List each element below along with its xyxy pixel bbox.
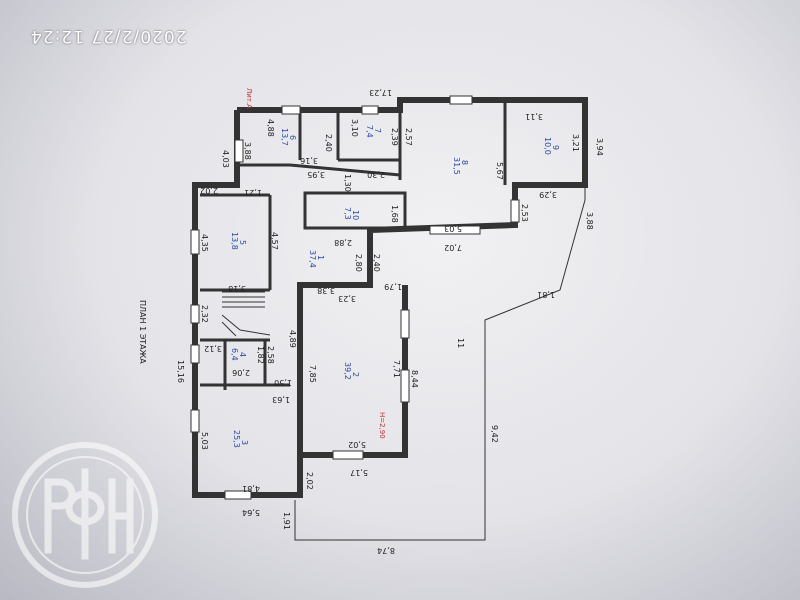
svg-text:5,17: 5,17 (350, 468, 368, 477)
room-2-label: 2 (351, 372, 360, 377)
svg-text:3,38: 3,38 (317, 286, 335, 295)
room-labels: 6 13,7 7 7,4 8 31,5 9 10,0 10 7,3 5 13,8… (230, 125, 560, 448)
svg-text:8,44: 8,44 (410, 370, 419, 388)
room-8-area: 31,5 (452, 157, 461, 175)
room-4-area: 6,4 (230, 348, 239, 361)
room-5-label: 5 (238, 240, 247, 245)
svg-text:2,32: 2,32 (200, 305, 209, 323)
svg-text:8,74: 8,74 (377, 546, 395, 555)
svg-text:3,88: 3,88 (585, 212, 594, 230)
room-3-area: 25,3 (232, 430, 241, 448)
svg-text:3,10: 3,10 (350, 119, 359, 137)
height-mark: H=2,90 (378, 412, 386, 439)
room-1-area: 37,4 (308, 250, 317, 268)
room-2-area: 39,2 (343, 362, 352, 380)
svg-text:2,02: 2,02 (200, 186, 218, 195)
room-1-label: 1 (316, 255, 325, 260)
svg-text:3,21: 3,21 (571, 134, 580, 152)
interior-walls (200, 100, 507, 390)
svg-text:3,16: 3,16 (300, 156, 318, 165)
room-10-area: 7,3 (343, 207, 352, 220)
svg-text:3,12: 3,12 (204, 344, 222, 353)
room-7-area: 7,4 (365, 125, 374, 138)
svg-text:1,50: 1,50 (274, 378, 292, 387)
room-3-label: 3 (240, 440, 249, 445)
svg-text:7,71: 7,71 (392, 360, 401, 378)
svg-text:2,57: 2,57 (404, 128, 413, 146)
svg-text:2,53: 2,53 (520, 204, 529, 222)
svg-text:1,91: 1,91 (282, 512, 291, 530)
staircase (221, 291, 271, 337)
svg-text:1,30: 1,30 (343, 174, 352, 192)
svg-text:3,95: 3,95 (307, 170, 325, 179)
svg-text:4,35: 4,35 (200, 234, 209, 252)
svg-text:3,94: 3,94 (595, 138, 604, 156)
svg-text:2,40: 2,40 (324, 134, 333, 152)
svg-text:2,39: 2,39 (390, 128, 399, 146)
windows (190, 95, 520, 500)
room-10-label: 10 (351, 210, 360, 220)
svg-text:7,85: 7,85 (308, 365, 317, 383)
svg-text:2,30: 2,30 (367, 170, 385, 179)
svg-text:1,63: 1,63 (272, 395, 290, 404)
svg-text:4,03: 4,03 (221, 150, 230, 168)
svg-text:5,03: 5,03 (444, 224, 462, 233)
svg-text:3,88: 3,88 (243, 142, 252, 160)
room-9-area: 10,0 (543, 137, 552, 155)
room-9-label: 9 (551, 145, 560, 150)
svg-text:5,03: 5,03 (200, 432, 209, 450)
svg-text:1,82: 1,82 (256, 346, 265, 364)
svg-text:15,16: 15,16 (176, 360, 185, 383)
svg-text:5,64: 5,64 (242, 508, 260, 517)
svg-text:2,80: 2,80 (354, 254, 363, 272)
room-8-label: 8 (460, 160, 469, 165)
svg-text:3,18: 3,18 (228, 284, 246, 293)
svg-text:4,57: 4,57 (270, 232, 279, 250)
svg-text:2,58: 2,58 (266, 346, 275, 364)
svg-text:4,89: 4,89 (288, 330, 297, 348)
svg-text:2,88: 2,88 (334, 238, 352, 247)
svg-text:3,23: 3,23 (338, 294, 356, 303)
svg-text:4,88: 4,88 (266, 119, 275, 137)
svg-text:2,06: 2,06 (232, 368, 250, 377)
svg-text:17,23: 17,23 (369, 88, 392, 97)
room-7-label: 7 (373, 128, 382, 133)
room-6-label: 6 (288, 135, 297, 140)
svg-text:3,11: 3,11 (525, 112, 543, 121)
plan-stamp: Лит.А (245, 88, 253, 109)
room-11-label: 11 (456, 338, 465, 348)
svg-text:2,40: 2,40 (372, 254, 381, 272)
svg-text:2,02: 2,02 (305, 472, 314, 490)
svg-text:5,67: 5,67 (495, 162, 504, 180)
plan-title: ПЛАН 1 ЭТАЖА (138, 300, 147, 364)
room-4-label: 4 (238, 352, 247, 357)
svg-text:9,42: 9,42 (490, 425, 499, 443)
svg-text:7,02: 7,02 (444, 243, 462, 252)
photo-timestamp: 2020/2/27 12:24 (30, 26, 187, 46)
svg-text:1,68: 1,68 (390, 205, 399, 223)
svg-text:3,29: 3,29 (539, 190, 557, 199)
svg-text:1,21: 1,21 (244, 188, 262, 197)
svg-text:1,79: 1,79 (384, 282, 402, 291)
room-5-area: 13,8 (230, 232, 239, 250)
svg-text:1,81: 1,81 (537, 290, 555, 299)
svg-text:4,81: 4,81 (242, 484, 260, 493)
building-walls (192, 97, 588, 498)
svg-text:5,02: 5,02 (348, 440, 366, 449)
rfn-logo-watermark (12, 442, 158, 588)
dimension-labels: 17,23 4,88 3,10 3,11 3,21 3,94 5,67 3,29… (176, 88, 604, 555)
room-6-area: 13,7 (280, 128, 289, 146)
